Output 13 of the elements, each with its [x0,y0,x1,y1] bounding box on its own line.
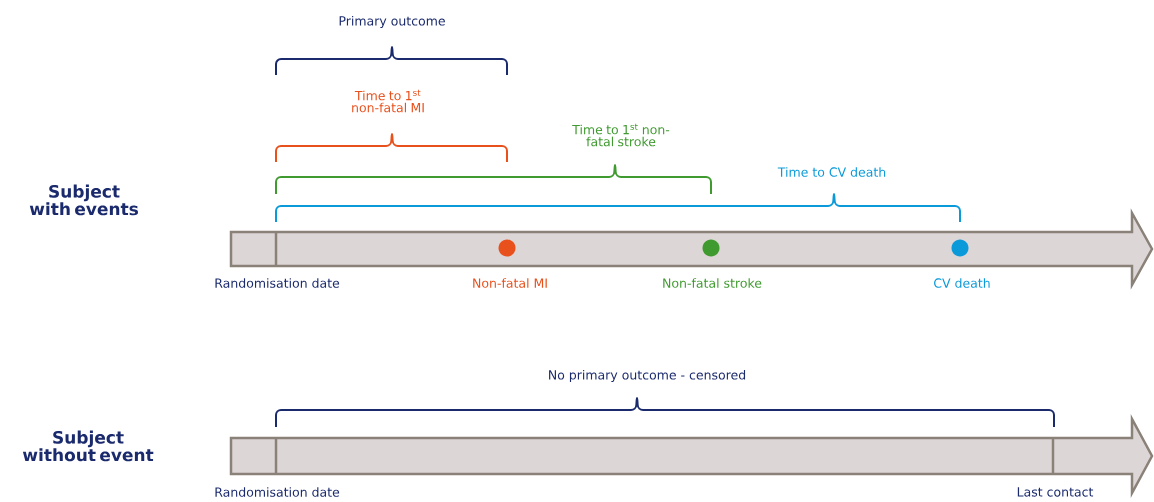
brace-label: Primary outcome [339,15,445,29]
row-heading: Subject without event [22,430,154,462]
event-label: Non-fatal stroke [663,278,762,288]
event-label: Non-fatal MI [473,278,547,288]
row-heading: Subject with events [29,184,138,216]
event-label: CV death [934,278,990,288]
tick-label: Randomisation date [215,278,340,288]
brace-label: Time to 1$^{st}$ non-fatal stroke [572,123,670,147]
brace-label: No primary outcome - censored [549,369,746,383]
tick-label: Randomisation date [215,487,340,497]
brace-label: Time to CV death [777,167,886,177]
tick-label: Last contact [1017,487,1094,497]
brace-label: Time to 1$^{st}$ non-fatal MI [352,89,424,113]
